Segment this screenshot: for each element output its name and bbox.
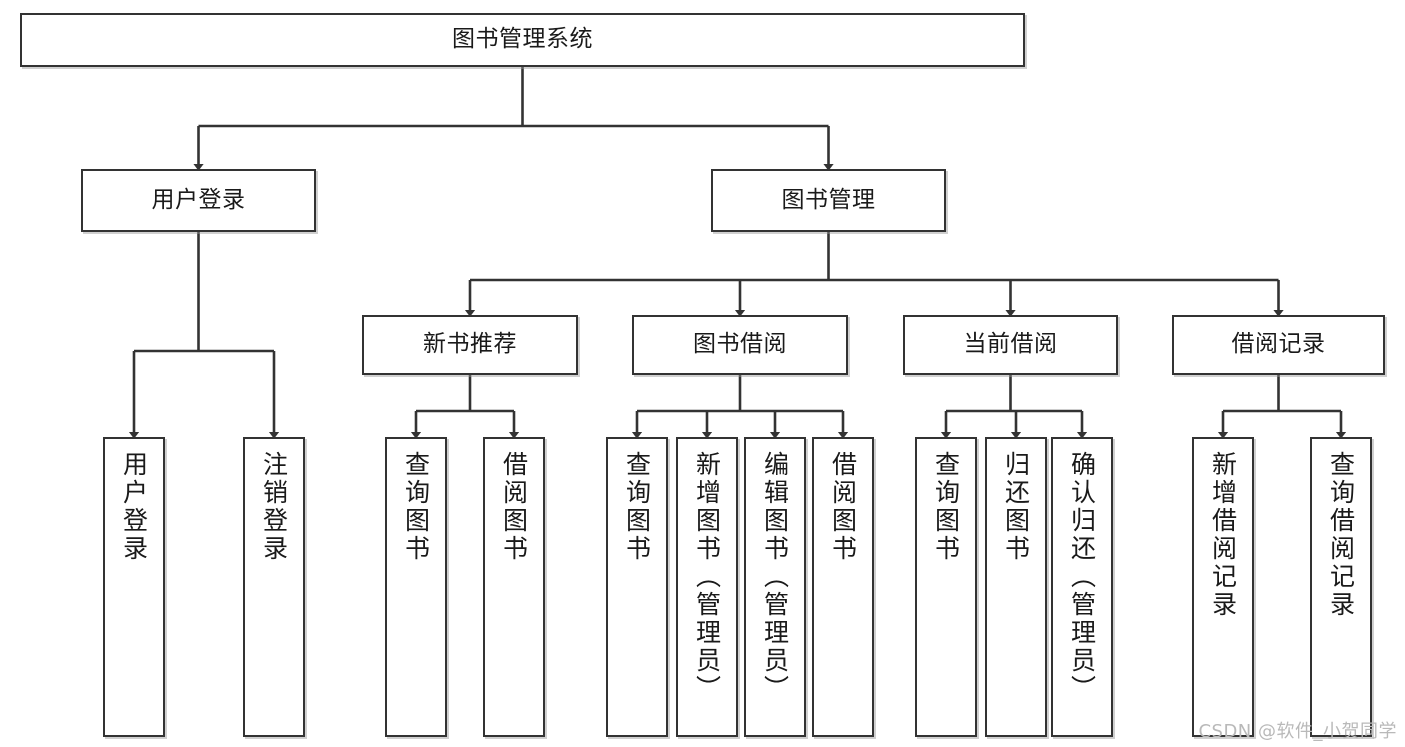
node-root[interactable]: 图书管理系统 (20, 13, 1025, 67)
node-borrow-record[interactable]: 借阅记录 (1172, 315, 1385, 375)
node-label: 归还图书 (1001, 451, 1031, 563)
node-label: 查询图书 (622, 451, 652, 563)
node-label: 借阅图书 (499, 451, 529, 563)
node-leaf-return-book[interactable]: 归还图书 (985, 437, 1047, 737)
node-leaf-borrow-book-1[interactable]: 借阅图书 (483, 437, 545, 737)
node-label: 新书推荐 (423, 331, 517, 358)
node-leaf-query-book-3[interactable]: 查询图书 (915, 437, 977, 737)
csdn-watermark: CSDN @软件_小贺同学 (1198, 721, 1397, 742)
node-label: 注销登录 (259, 451, 289, 563)
node-leaf-user-login[interactable]: 用户登录 (103, 437, 165, 737)
node-label: 确认归还（管理员） (1067, 451, 1097, 703)
node-current-borrow[interactable]: 当前借阅 (903, 315, 1118, 375)
node-leaf-query-book-1[interactable]: 查询图书 (385, 437, 447, 737)
node-leaf-add-record[interactable]: 新增借阅记录 (1192, 437, 1254, 737)
node-leaf-edit-book[interactable]: 编辑图书（管理员） (744, 437, 806, 737)
node-label: 用户登录 (119, 451, 149, 563)
node-label: 借阅图书 (828, 451, 858, 563)
node-label: 查询图书 (931, 451, 961, 563)
node-label: 新增借阅记录 (1208, 451, 1238, 619)
node-label: 图书管理系统 (452, 26, 593, 53)
node-leaf-query-record[interactable]: 查询借阅记录 (1310, 437, 1372, 737)
node-new-book-recommend[interactable]: 新书推荐 (362, 315, 578, 375)
node-label: 当前借阅 (963, 331, 1058, 358)
node-book-manage[interactable]: 图书管理 (711, 169, 946, 232)
node-leaf-borrow-book-2[interactable]: 借阅图书 (812, 437, 874, 737)
node-leaf-confirm-return[interactable]: 确认归还（管理员） (1051, 437, 1113, 737)
node-user-login[interactable]: 用户登录 (81, 169, 316, 232)
node-label: 查询图书 (401, 451, 431, 563)
node-label: 图书管理 (781, 186, 876, 213)
node-leaf-query-book-2[interactable]: 查询图书 (606, 437, 668, 737)
node-label: 图书借阅 (693, 331, 787, 358)
node-label: 新增图书（管理员） (692, 451, 722, 703)
node-label: 查询借阅记录 (1326, 451, 1356, 619)
node-leaf-logout[interactable]: 注销登录 (243, 437, 305, 737)
node-label: 借阅记录 (1231, 331, 1326, 358)
node-leaf-add-book[interactable]: 新增图书（管理员） (676, 437, 738, 737)
node-book-borrow[interactable]: 图书借阅 (632, 315, 848, 375)
node-label: 编辑图书（管理员） (760, 451, 790, 703)
node-label: 用户登录 (151, 186, 246, 213)
